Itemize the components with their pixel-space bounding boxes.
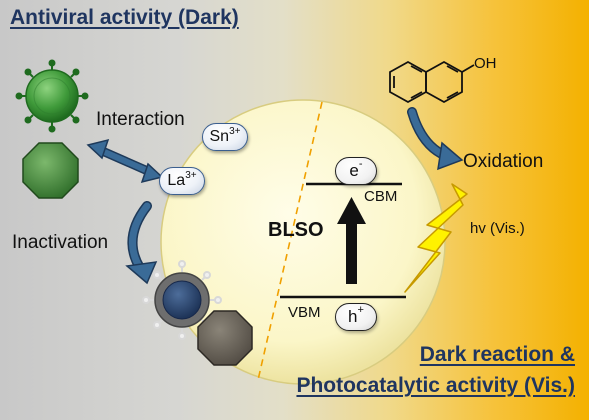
- antiviral-title: Antiviral activity (Dark): [10, 6, 239, 29]
- oxidation-arrow: [407, 107, 464, 171]
- oxidation-label: Oxidation: [463, 151, 544, 172]
- double-arrow-icon: [86, 138, 164, 184]
- light-label: hv (Vis.): [470, 220, 525, 237]
- octagon-icon: [22, 142, 79, 199]
- la-charge: 3+: [185, 169, 197, 181]
- cbm-label: CBM: [364, 188, 398, 205]
- electron-symbol: e: [349, 161, 359, 180]
- inactivation-label: Inactivation: [12, 232, 109, 253]
- inactivation-arrow: [125, 201, 158, 285]
- photocatalytic-title: Photocatalytic activity (Vis.): [296, 374, 575, 397]
- lightning-bolt-icon: [404, 183, 468, 293]
- la-ion-badge: La3+: [159, 167, 205, 195]
- interaction-label: Interaction: [96, 109, 185, 130]
- hole-symbol: h: [348, 307, 358, 326]
- electron-badge: e-: [335, 157, 377, 185]
- excitation-arrow-head: [337, 197, 366, 224]
- oh-group-label: OH: [474, 55, 497, 72]
- naphthol-molecule-icon: [389, 60, 475, 104]
- sn-symbol: Sn: [209, 128, 230, 145]
- sn-ion-badge: Sn3+: [202, 123, 248, 151]
- vbm-label: VBM: [288, 304, 321, 321]
- sn-charge: 3+: [229, 125, 241, 137]
- virus-icon: [15, 59, 89, 133]
- electron-charge: -: [358, 158, 363, 171]
- hole-badge: h+: [335, 303, 377, 331]
- excitation-arrow-shaft: [346, 222, 357, 284]
- inactivated-octagon-icon: [197, 310, 253, 366]
- dark-reaction-title: Dark reaction &: [419, 343, 575, 366]
- la-symbol: La: [167, 172, 186, 189]
- blso-label: BLSO: [268, 219, 324, 241]
- hole-charge: +: [357, 304, 364, 317]
